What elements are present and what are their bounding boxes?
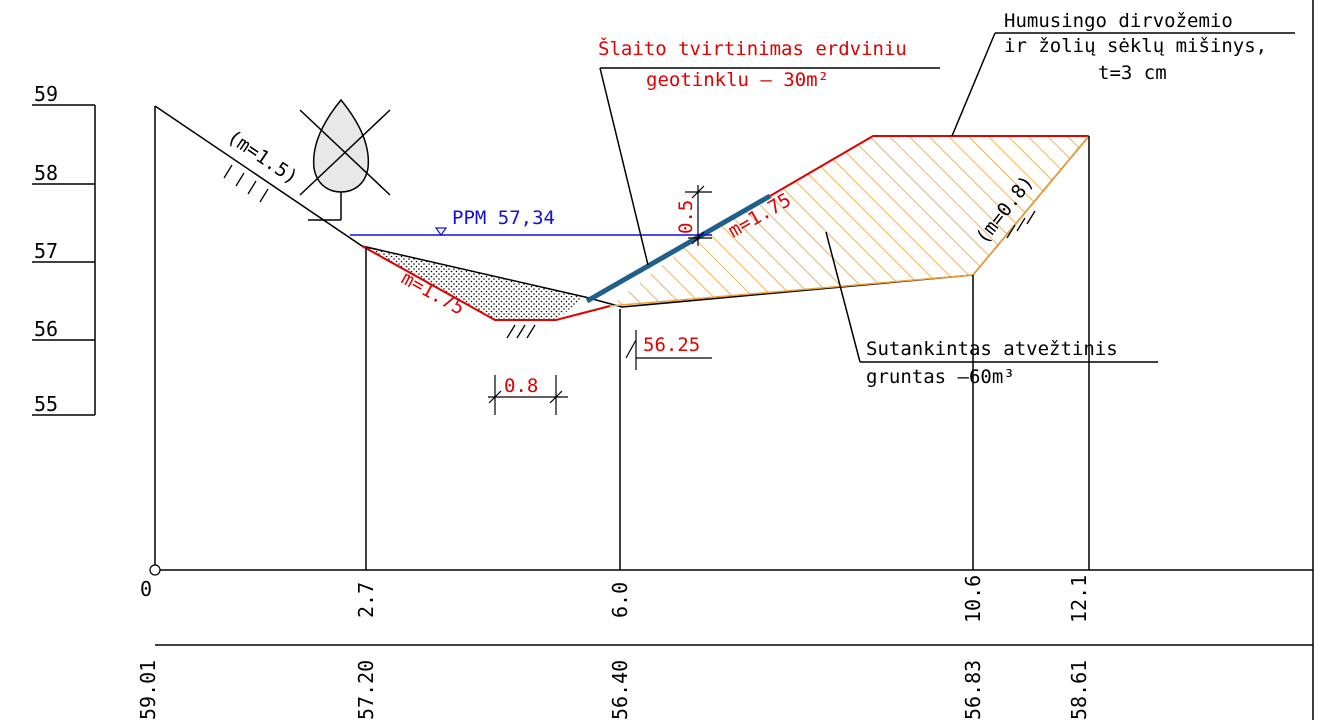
elevation-scale: 59 58 57 56 55: [32, 82, 96, 416]
distance-0: 0: [140, 577, 152, 601]
callout-topsoil-line1: Humusingo dirvožemio: [1004, 10, 1233, 32]
water-level: PPM 57,34: [350, 207, 712, 237]
elevation-56-83: 56.83: [961, 660, 985, 720]
callout-fill: Sutankintas atvežtinis gruntas –60m³: [825, 231, 1158, 388]
profile-table: 0 2.7 6.0 10.6 12.1 59.01 57.20 56.40 56…: [136, 564, 1313, 720]
design-ditch-line: [361, 245, 611, 321]
ground-hatch-icon: [223, 164, 1036, 339]
geogrid-offset-dimension: [685, 185, 712, 246]
callout-topsoil-line2: ir žolių sėklų mišinys,: [1004, 35, 1267, 57]
triangle-down-icon: [434, 227, 448, 237]
callout-geogrid-line1: Šlaito tvirtinimas erdviniu: [598, 36, 907, 60]
callout-topsoil-line3: t=3 cm: [1098, 62, 1167, 84]
scale-label-55: 55: [34, 392, 58, 416]
design-top-line: [769, 135, 1089, 197]
callout-geogrid-line2: geotinklu – 30m²: [646, 69, 829, 91]
geogrid-line: [585, 193, 772, 304]
callout-fill-line1: Sutankintas atvežtinis: [866, 338, 1118, 360]
elevation-58-61: 58.61: [1067, 660, 1091, 720]
bottom-level-marker: [625, 330, 712, 370]
crossed-out-tree-icon: [299, 98, 391, 221]
distance-12-1: 12.1: [1067, 575, 1091, 623]
callout-topsoil: Humusingo dirvožemio ir žolių sėklų miši…: [951, 10, 1295, 137]
scale-label-58: 58: [34, 161, 58, 185]
bottom-width-dimension: [488, 375, 568, 415]
origin-marker: [149, 564, 161, 576]
water-level-label: PPM 57,34: [452, 207, 555, 229]
distance-10-6: 10.6: [961, 575, 985, 623]
elevation-57-20: 57.20: [354, 660, 378, 720]
station-lines: [154, 106, 1090, 570]
elevation-59-01: 59.01: [136, 660, 160, 720]
scale-label-56: 56: [34, 317, 58, 341]
scale-label-57: 57: [34, 239, 58, 263]
bottom-width-label: 0.8: [504, 375, 538, 397]
distance-2-7: 2.7: [354, 582, 378, 618]
compacted-fill-area: [610, 136, 1089, 306]
ditch-sediment: [362, 246, 585, 320]
callout-geogrid: Šlaito tvirtinimas erdviniu geotinklu – …: [598, 36, 940, 266]
callout-fill-line2: gruntas –60m³: [866, 366, 1015, 388]
geogrid-offset-label: 0.5: [675, 200, 697, 234]
bottom-level-label: 56.25: [643, 334, 700, 356]
elevation-56-40: 56.40: [608, 660, 632, 720]
scale-label-59: 59: [34, 82, 58, 106]
distance-6-0: 6.0: [608, 582, 632, 618]
